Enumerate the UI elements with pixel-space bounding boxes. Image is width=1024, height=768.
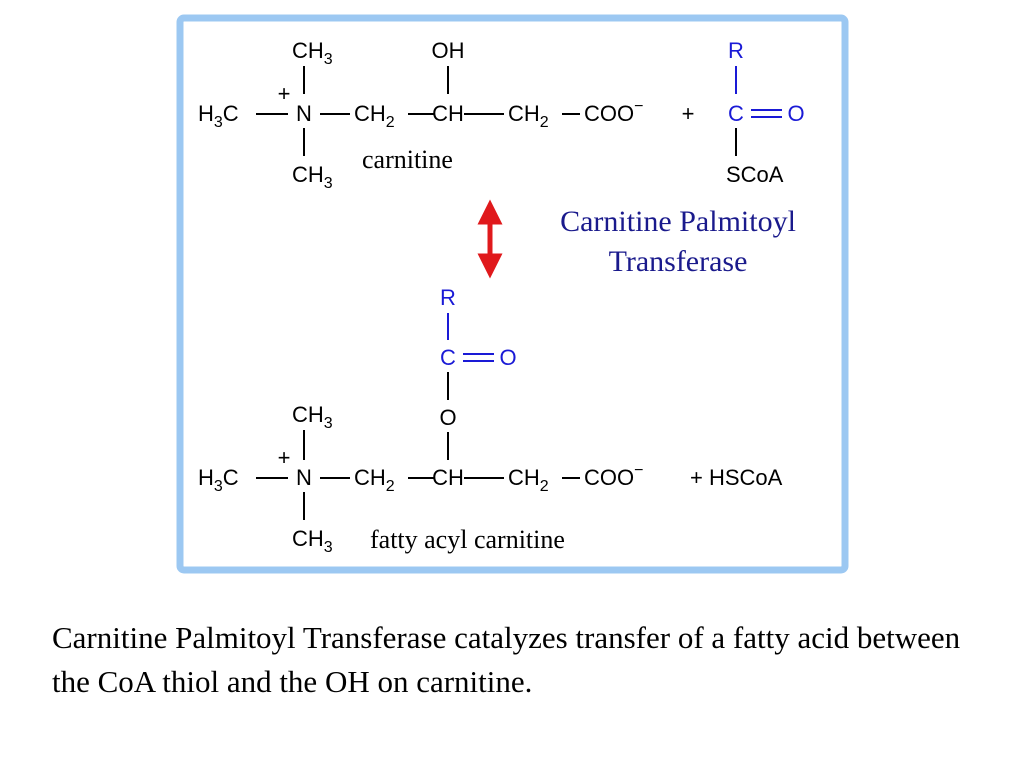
product-left-methyl: H3C bbox=[198, 465, 239, 495]
product-charge: + bbox=[278, 445, 291, 470]
reactant-ch: CH bbox=[432, 101, 464, 126]
product-carboxylate: COO− bbox=[584, 462, 643, 490]
product-carbonyl-carbon: C bbox=[440, 345, 456, 370]
product-ch2-b: CH2 bbox=[508, 465, 549, 495]
acyl-coa-r-group: R bbox=[728, 38, 744, 63]
acyl-coa-carbon: C bbox=[728, 101, 744, 126]
reactant-ch2-a: CH2 bbox=[354, 101, 395, 131]
reactant-left-methyl: H3C bbox=[198, 101, 239, 131]
reactant-name-label: carnitine bbox=[362, 145, 453, 174]
product-carbonyl-oxygen: O bbox=[499, 345, 516, 370]
acyl-coa-oxygen: O bbox=[787, 101, 804, 126]
product-ester-oxygen: O bbox=[439, 405, 456, 430]
reaction-scheme: CH3 OH H3C + N CH2 CH CH2 COO− + CH3 car… bbox=[176, 14, 849, 574]
product-ch2-a: CH2 bbox=[354, 465, 395, 495]
product-ch: CH bbox=[432, 465, 464, 490]
coproduct-hscoa: + HSCoA bbox=[690, 465, 783, 490]
reactant-hydroxyl: OH bbox=[432, 38, 465, 63]
enzyme-name-line2: Transferase bbox=[609, 245, 748, 278]
scheme-frame bbox=[176, 14, 849, 574]
reactant-charge: + bbox=[278, 81, 291, 106]
reactant-ch2-b: CH2 bbox=[508, 101, 549, 131]
acyl-coa-thioester: SCoA bbox=[726, 162, 784, 187]
reactant-top-methyl: CH3 bbox=[292, 38, 333, 68]
product-name-label: fatty acyl carnitine bbox=[370, 525, 565, 554]
caption-text: Carnitine Palmitoyl Transferase catalyze… bbox=[52, 620, 961, 699]
reactant-nitrogen: N bbox=[296, 101, 312, 126]
product-r-group: R bbox=[440, 285, 456, 310]
reaction-plus: + bbox=[682, 101, 695, 126]
reactant-bottom-methyl: CH3 bbox=[292, 162, 333, 192]
reactant-carboxylate: COO− bbox=[584, 98, 643, 126]
product-bottom-methyl: CH3 bbox=[292, 526, 333, 556]
product-top-methyl: CH3 bbox=[292, 402, 333, 432]
product-nitrogen: N bbox=[296, 465, 312, 490]
enzyme-name-line1: Carnitine Palmitoyl bbox=[560, 205, 796, 238]
